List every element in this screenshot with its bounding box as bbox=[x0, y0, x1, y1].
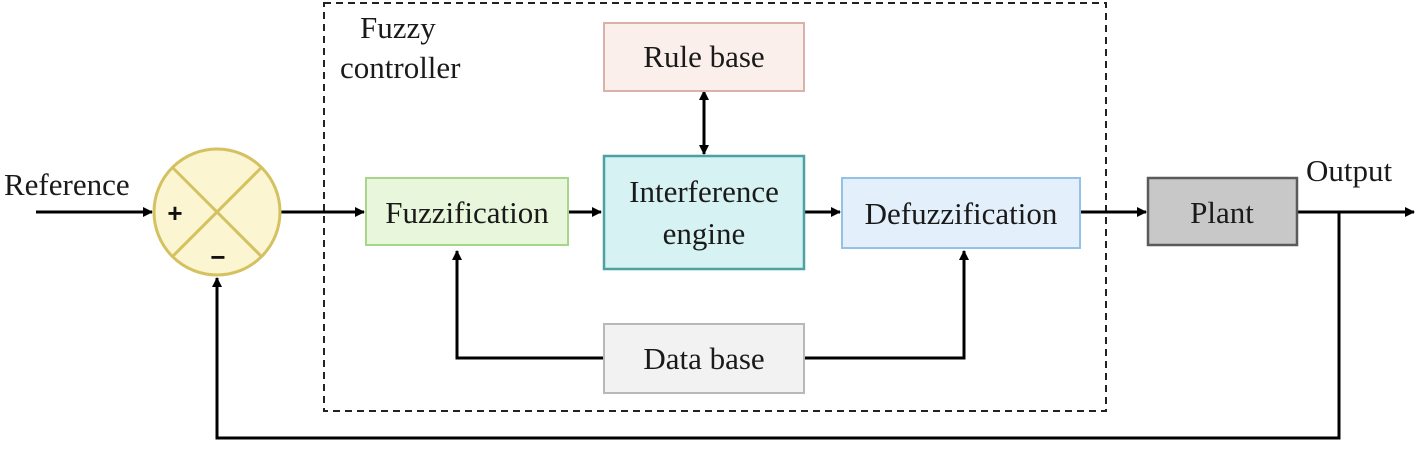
inference-engine-label-line1: Interference bbox=[629, 174, 779, 209]
fuzzy-controller-boundary bbox=[323, 2, 1107, 412]
plant-label: Plant bbox=[1190, 195, 1254, 230]
inference-engine-block: Interference engine bbox=[602, 154, 806, 271]
data-base-block: Data base bbox=[603, 323, 805, 394]
defuzzification-block: Defuzzification bbox=[841, 177, 1081, 249]
reference-label: Reference bbox=[4, 167, 130, 202]
fuzzification-label: Fuzzification bbox=[385, 195, 549, 230]
fuzzification-block: Fuzzification bbox=[365, 177, 569, 246]
arrow-data-base-to-defuzzification bbox=[804, 250, 969, 360]
data-base-label: Data base bbox=[643, 341, 764, 376]
connectors bbox=[36, 90, 1415, 440]
controller-title-line1: Fuzzy bbox=[360, 10, 436, 45]
output-label: Output bbox=[1306, 153, 1393, 188]
inference-engine-label-line2: engine bbox=[663, 216, 746, 251]
arrow-data-base-to-fuzzification bbox=[452, 250, 604, 360]
controller-title-line2: controller bbox=[340, 50, 461, 85]
plant-block: Plant bbox=[1146, 176, 1299, 247]
arrow-feedback bbox=[212, 212, 1341, 440]
minus-sign: − bbox=[210, 242, 225, 272]
defuzzification-label: Defuzzification bbox=[865, 196, 1058, 231]
rule-base-label: Rule base bbox=[643, 39, 764, 74]
plus-sign: + bbox=[167, 198, 182, 228]
summing-junction: + − bbox=[152, 147, 282, 277]
rule-base-block: Rule base bbox=[603, 22, 805, 92]
